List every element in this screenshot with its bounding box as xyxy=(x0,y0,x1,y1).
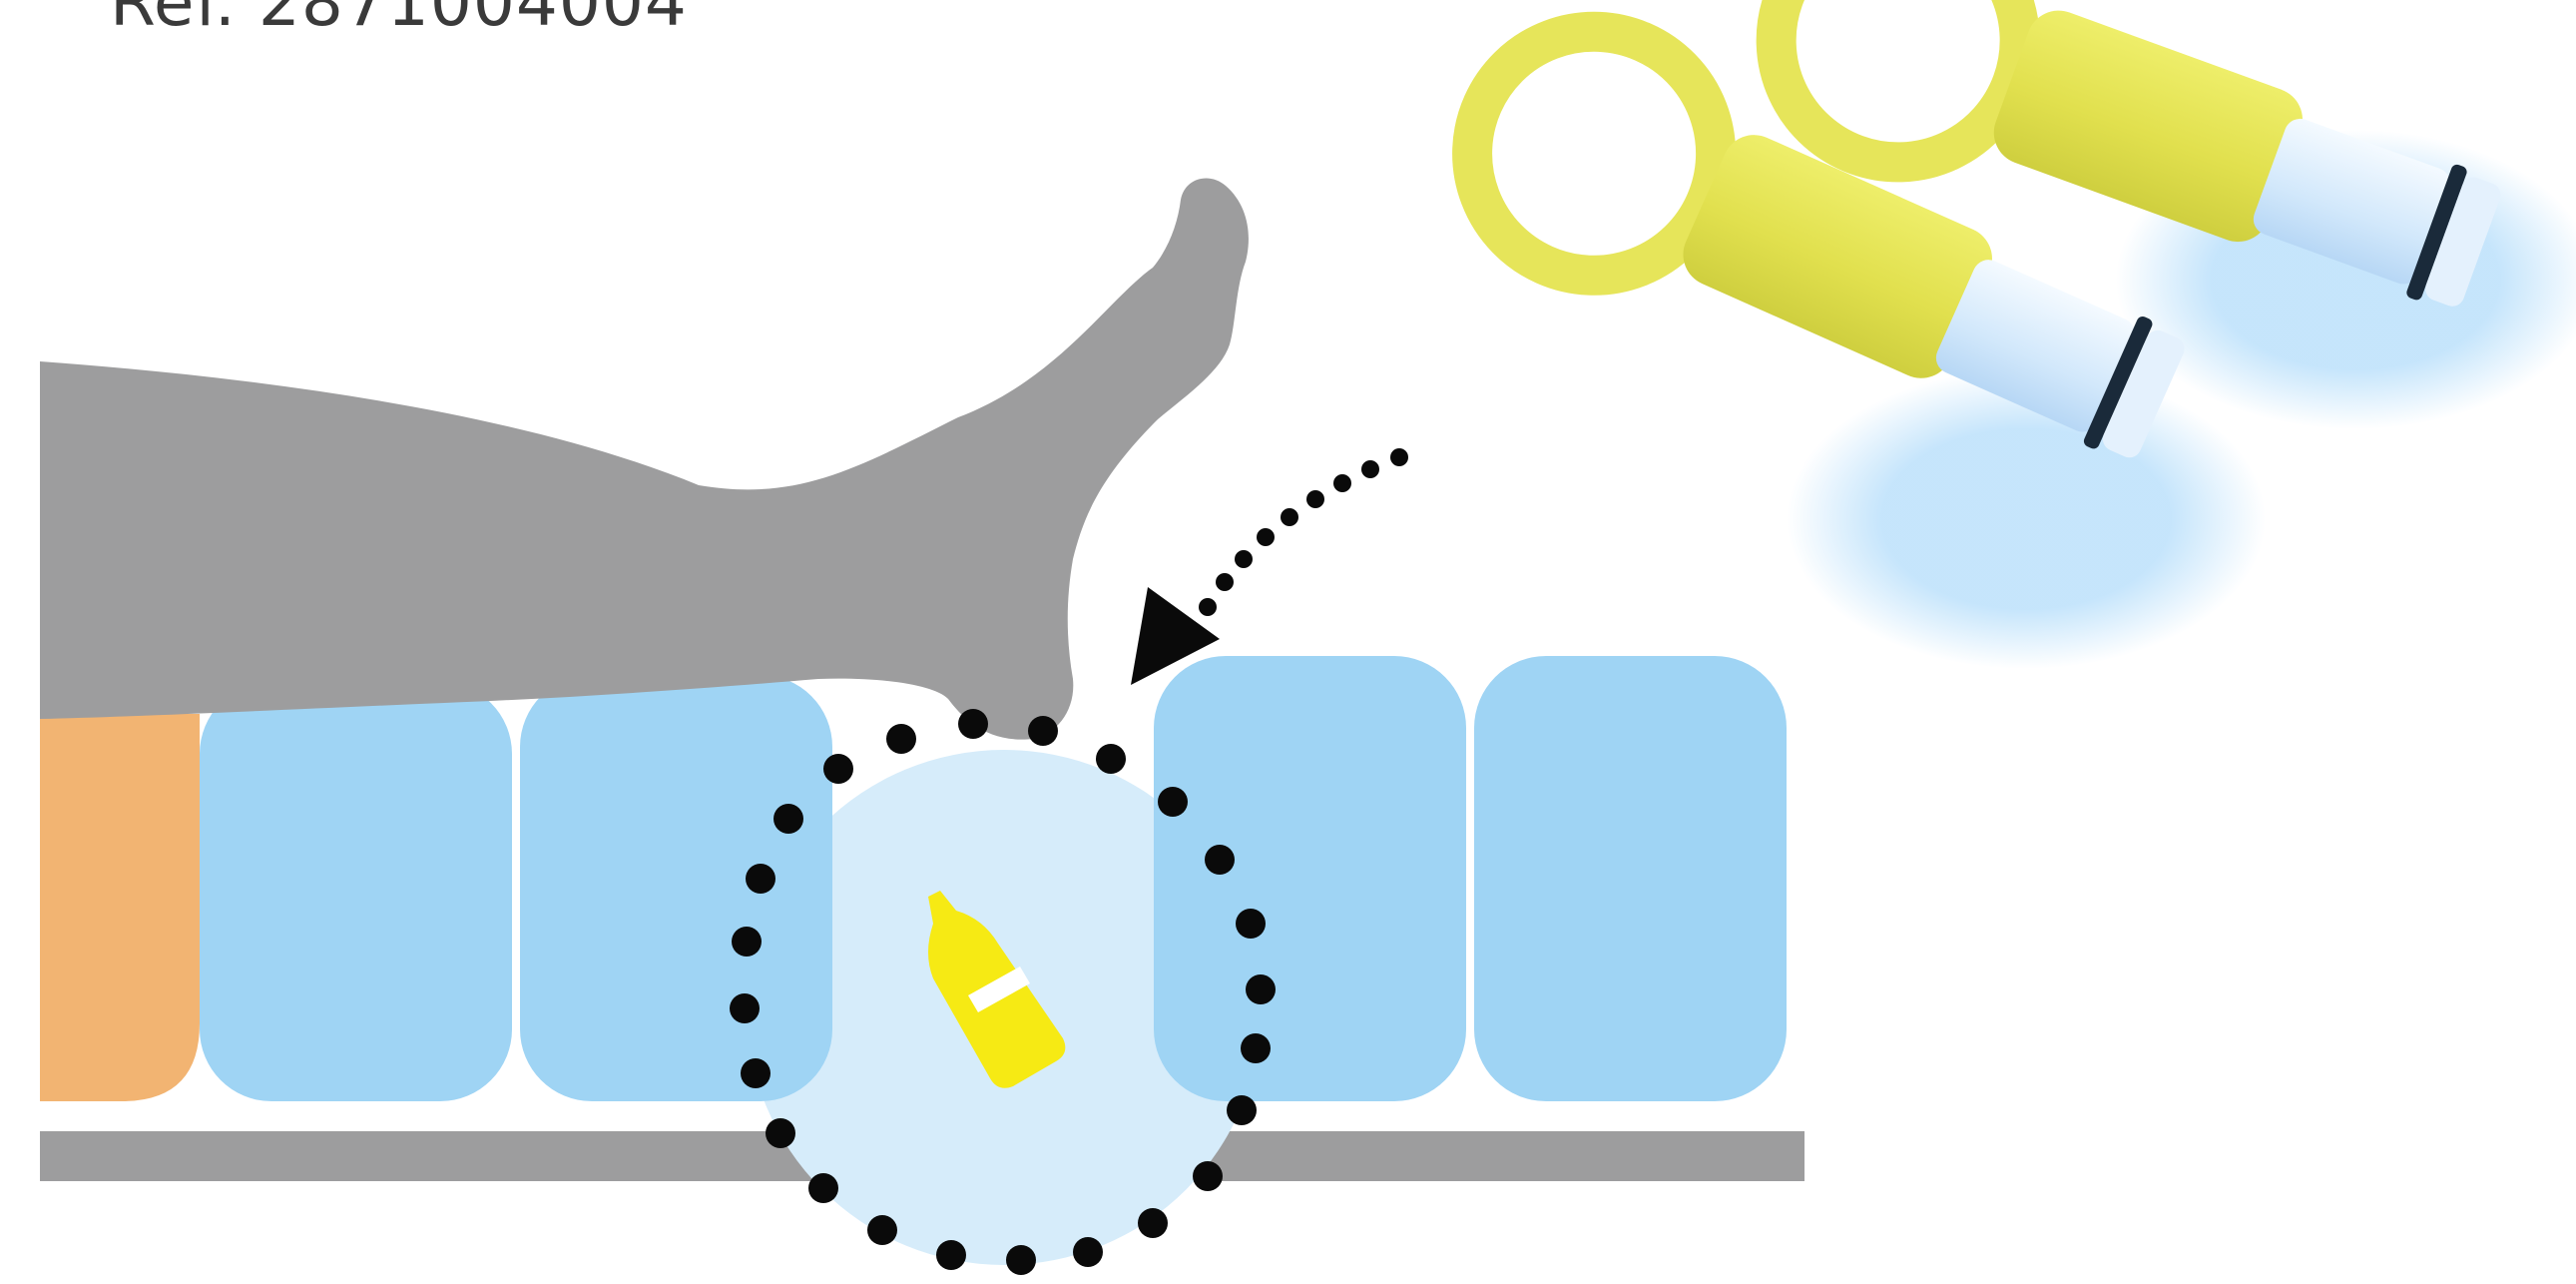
patient-leg-foot xyxy=(40,178,1249,739)
air-cell xyxy=(1154,656,1466,1101)
dotted-arrow xyxy=(1131,448,1408,685)
yellow-deflation-plugs-photo xyxy=(1433,0,2576,669)
mattress-foam-cell xyxy=(40,714,200,1101)
air-cell xyxy=(520,675,832,1101)
air-cell xyxy=(200,682,512,1101)
air-cell xyxy=(1474,656,1787,1101)
